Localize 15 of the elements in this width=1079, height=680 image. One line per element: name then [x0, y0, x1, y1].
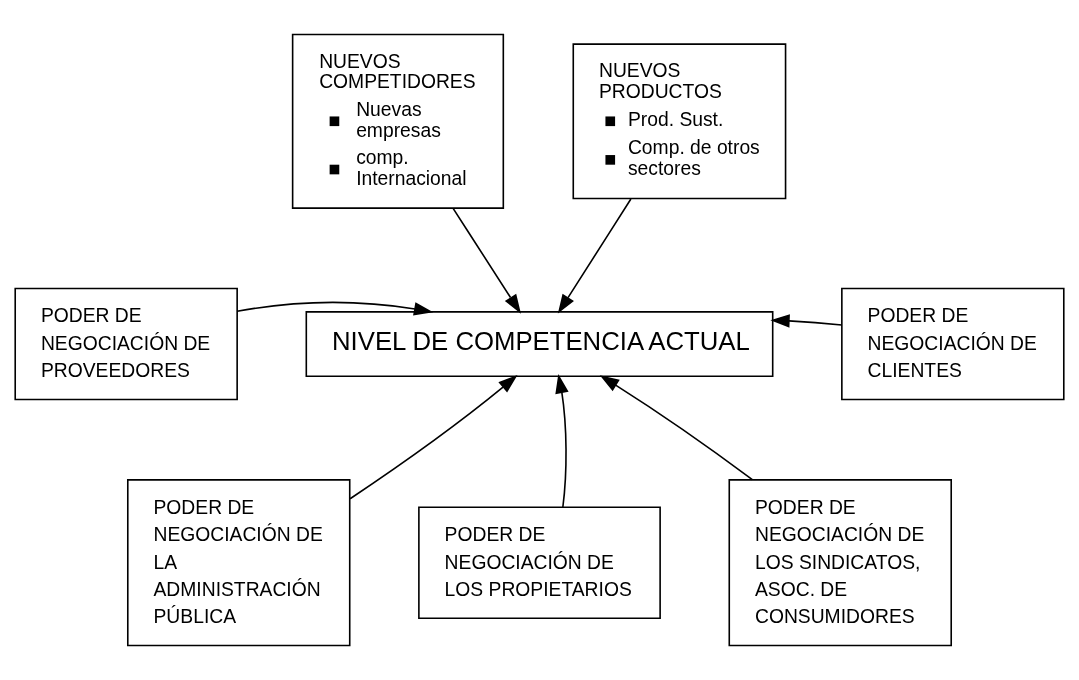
node-box: PODER DE NEGOCIACIÓN DE LOS SINDICATOS, ASOC. DE CONSUMIDORES — [728, 479, 952, 647]
node-box: PODER DE NEGOCIACIÓN DE CLIENTES — [841, 287, 1065, 401]
arrow — [236, 301, 434, 316]
node-box: PODER DE NEGOCIACIÓN DE LOS PROPIETARIOS — [418, 506, 661, 620]
arrow — [599, 375, 754, 481]
arrow — [557, 198, 632, 314]
node-box: NIVEL DE COMPETENCIA ACTUAL — [305, 311, 774, 377]
arrow — [452, 207, 521, 314]
node-box: PODER DE NEGOCIACIÓN DE PROVEEDORES — [14, 287, 238, 401]
node-box: PODER DE NEGOCIACIÓN DE LA ADMINISTRACIÓN PÚBLICA — [127, 479, 351, 647]
arrow — [349, 374, 518, 500]
arrow — [555, 374, 569, 508]
arrow — [770, 314, 843, 328]
node-box: NUEVOS PRODUCTOS Prod. Sust. Comp. de otros sectores — [572, 43, 787, 200]
node-box: NUEVOS COMPETIDORES Nuevas empresas comp. Internacional — [291, 33, 505, 209]
